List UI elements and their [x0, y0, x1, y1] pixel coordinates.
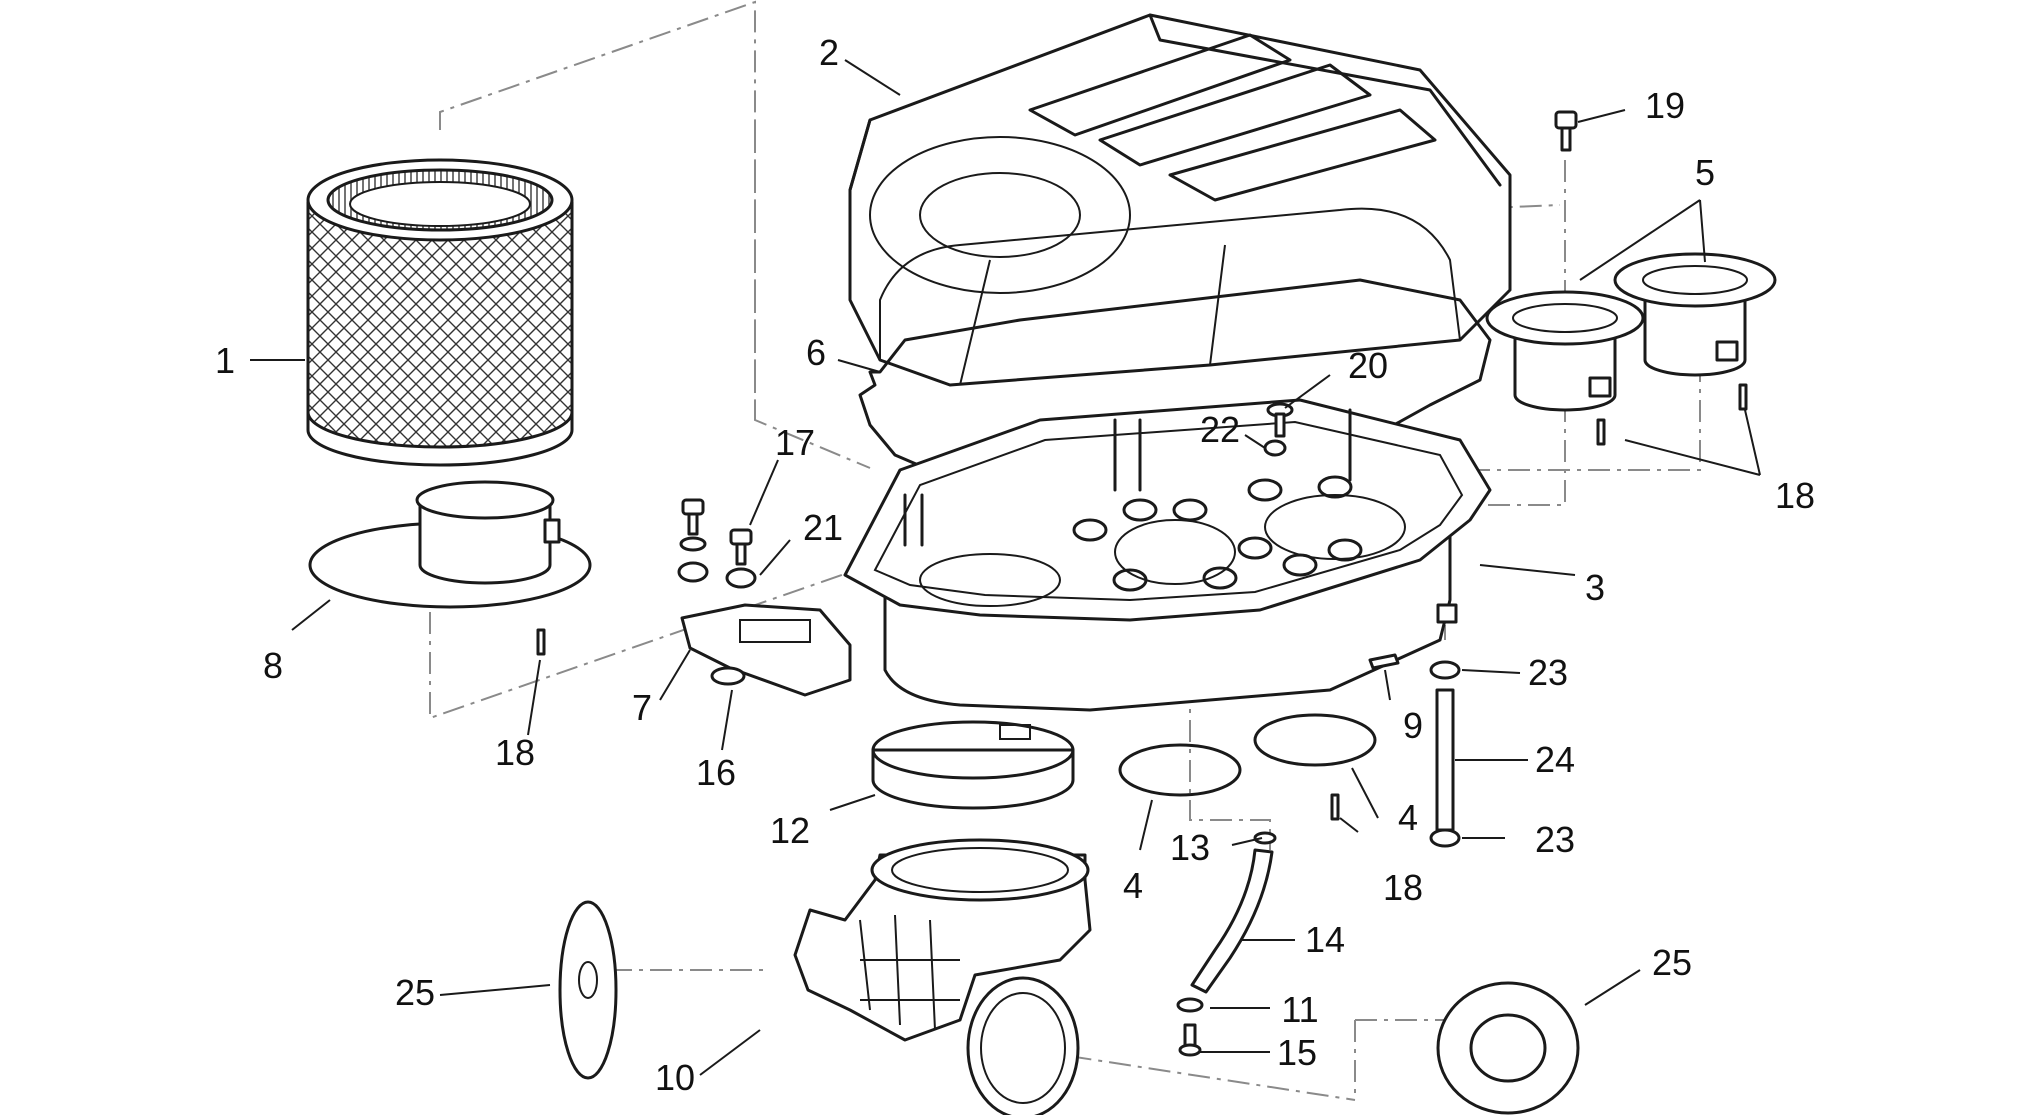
o-rings [1118, 713, 1377, 797]
base-mounting-nuts [1072, 475, 1363, 592]
hose-clamp [871, 720, 1075, 810]
callout-4-left: 4 [1123, 865, 1143, 906]
leader-lines [250, 59, 1761, 1076]
seal-right [1436, 981, 1580, 1115]
callout-23-top: 23 [1528, 652, 1568, 693]
velocity-stacks [1485, 252, 1777, 412]
callout-25-left: 25 [395, 972, 435, 1013]
callout-12: 12 [770, 810, 810, 851]
small-screws [536, 383, 1748, 821]
callout-22: 22 [1200, 409, 1240, 450]
callout-25-right: 25 [1652, 942, 1692, 983]
callout-5: 5 [1695, 152, 1715, 193]
callout-8: 8 [263, 645, 283, 686]
callout-1: 1 [215, 340, 235, 381]
callout-9: 9 [1403, 705, 1423, 746]
airbox-base [843, 398, 1492, 712]
filter-base-plate [308, 480, 592, 609]
callout-21: 21 [803, 507, 843, 548]
breather-hose [1176, 831, 1277, 1057]
bracket-fasteners [677, 498, 757, 589]
callout-2: 2 [819, 32, 839, 73]
callout-14: 14 [1305, 919, 1345, 960]
callout-4-right: 4 [1398, 797, 1418, 838]
airbox-cover [848, 13, 1512, 387]
drain-tab [1368, 653, 1400, 670]
callout-20: 20 [1348, 345, 1388, 386]
callout-16: 16 [696, 752, 736, 793]
callout-15: 15 [1277, 1032, 1317, 1073]
callout-10: 10 [655, 1057, 695, 1098]
callout-3: 3 [1585, 567, 1605, 608]
callout-18-center: 18 [1383, 867, 1423, 908]
nut-16 [710, 666, 746, 686]
callout-6: 6 [806, 332, 826, 373]
bolt-19 [1554, 110, 1578, 152]
air-filter-cartridge [306, 158, 574, 467]
callout-labels: 1 2 3 4 4 5 6 7 8 9 10 11 12 13 14 15 16… [215, 32, 1815, 1098]
intake-manifold [793, 838, 1092, 1120]
callout-23-bottom: 23 [1535, 819, 1575, 860]
callout-24: 24 [1535, 739, 1575, 780]
callout-17: 17 [775, 422, 815, 463]
seal-left [558, 900, 618, 1080]
callout-7: 7 [632, 687, 652, 728]
callout-18-right: 18 [1775, 475, 1815, 516]
mounting-bracket [680, 603, 852, 697]
drain-hose [1429, 660, 1461, 848]
callout-13: 13 [1170, 827, 1210, 868]
callout-18-left: 18 [495, 732, 535, 773]
callout-19: 19 [1645, 85, 1685, 126]
callout-11: 11 [1281, 989, 1318, 1030]
